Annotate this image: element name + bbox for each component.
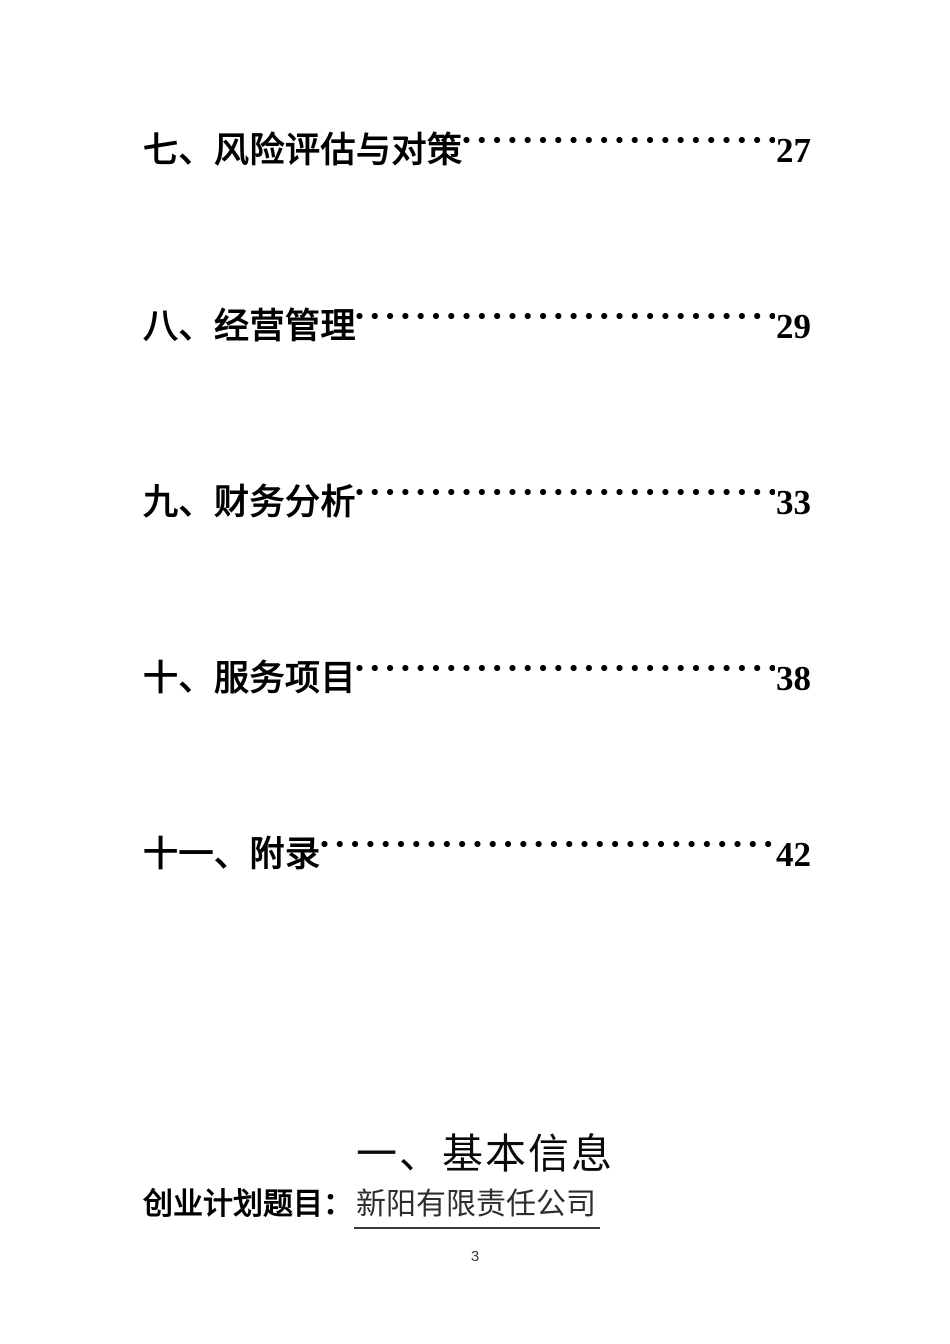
toc-dot-leader <box>321 822 775 866</box>
table-of-contents: 七、风险评估与对策 27 八、经营管理 29 九、财务分析 33 十、服务项目 … <box>143 118 811 877</box>
footer-page-number: 3 <box>470 1248 480 1265</box>
toc-entry-label: 七、风险评估与对策 <box>143 131 463 170</box>
toc-dot-leader <box>356 470 775 514</box>
toc-dot-leader <box>463 118 775 162</box>
toc-entry[interactable]: 八、经营管理 29 <box>143 294 811 470</box>
field-value[interactable]: 新阳有限责任公司 <box>354 1185 600 1229</box>
toc-entry-page-number: 27 <box>776 131 811 170</box>
toc-entry[interactable]: 十、服务项目 38 <box>143 646 811 822</box>
toc-entry-label: 八、经营管理 <box>143 307 357 346</box>
toc-entry[interactable]: 九、财务分析 33 <box>143 470 811 646</box>
toc-entry-label: 九、财务分析 <box>143 483 357 522</box>
toc-entry-page-number: 42 <box>776 835 811 874</box>
field-label: 创业计划题目： <box>143 1188 353 1221</box>
section-heading: 一、基本信息 <box>356 1131 614 1177</box>
toc-entry-page-number: 33 <box>776 483 811 522</box>
basic-information-section: 一、基本信息 创业计划题目： 新阳有限责任公司 <box>143 1128 811 1229</box>
toc-entry-label: 十一、附录 <box>143 835 321 874</box>
toc-entry[interactable]: 十一、附录 42 <box>143 822 811 877</box>
toc-dot-leader <box>356 646 775 690</box>
toc-entry-page-number: 38 <box>776 659 811 698</box>
field-row-business-plan-title: 创业计划题目： 新阳有限责任公司 <box>143 1185 811 1229</box>
toc-entry-page-number: 29 <box>776 307 811 346</box>
toc-entry[interactable]: 七、风险评估与对策 27 <box>143 118 811 294</box>
toc-dot-leader <box>356 294 775 338</box>
toc-entry-label: 十、服务项目 <box>143 659 357 698</box>
